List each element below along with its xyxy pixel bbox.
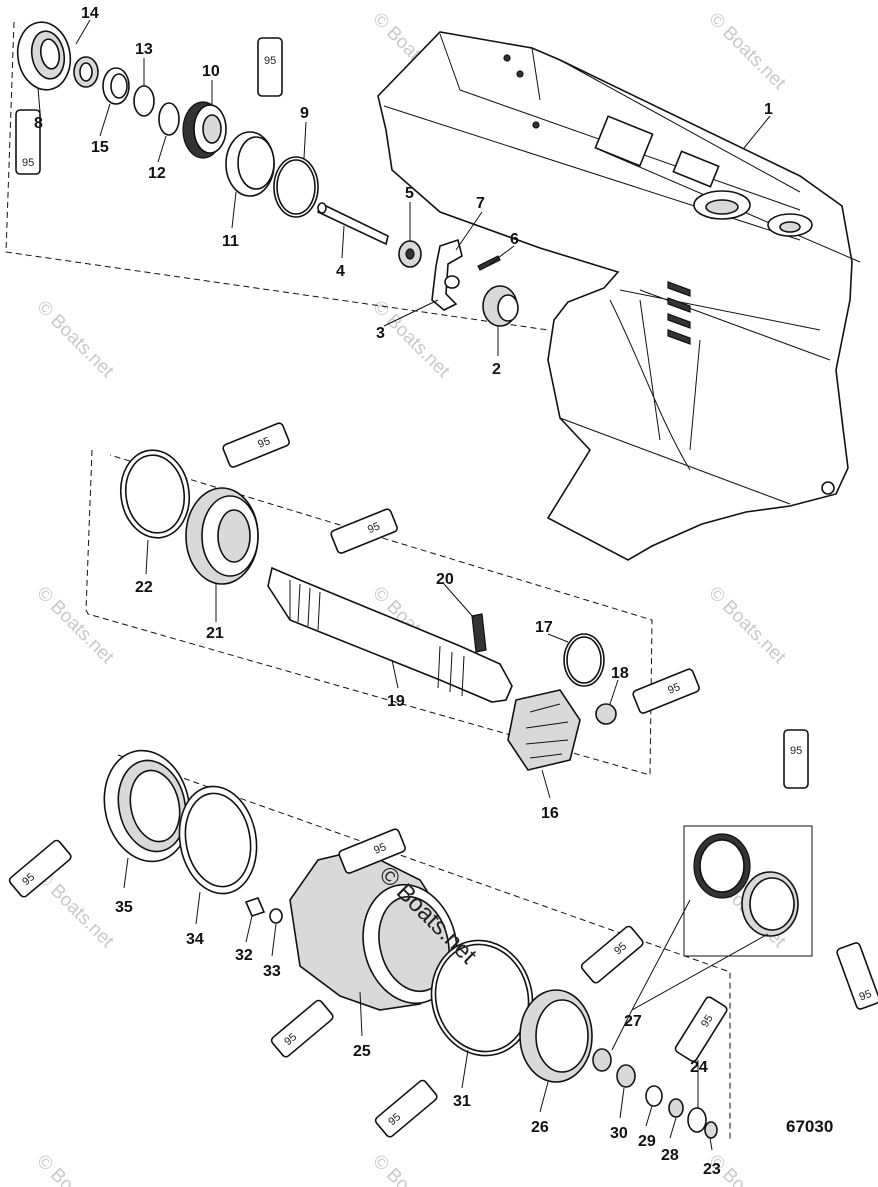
callout-12: 12: [148, 165, 166, 182]
shift-shaft-part-4: [316, 202, 389, 246]
callout-3: 3: [376, 325, 385, 342]
shift-cam-part-3: [431, 238, 463, 311]
callout-15: 15: [91, 139, 109, 156]
seal-detail-box: [683, 825, 813, 957]
callout-9: 9: [300, 105, 309, 122]
ring-part-24: [687, 1107, 707, 1133]
lubricant-tube-label: 95: [372, 841, 388, 857]
callout-18: 18: [611, 665, 629, 682]
callout-17: 17: [535, 619, 553, 636]
callout-32: 32: [235, 947, 253, 964]
assembly-guide-line: [5, 21, 549, 331]
figure-number: 67030: [786, 1117, 833, 1136]
callout-4: 4: [336, 263, 345, 280]
callout-35: 35: [115, 899, 133, 916]
lubricant-tube: 95: [374, 1079, 438, 1138]
lubricant-tube: 95: [783, 729, 809, 789]
lower-group: [103, 749, 799, 1139]
gear-housing-part-1: [377, 31, 861, 561]
lubricant-tube: 95: [15, 109, 41, 175]
pin-part-20: [471, 613, 487, 653]
lubricant-tube: 95: [580, 925, 644, 984]
callout-8: 8: [34, 115, 43, 132]
watermark-text: © Boats.net: [704, 9, 790, 95]
retaining-ring-part-12: [158, 102, 180, 136]
pin-part-6: [477, 255, 501, 271]
upper-left-parts: [16, 21, 319, 218]
callout-24: 24: [690, 1059, 708, 1076]
callout-27: 27: [624, 1013, 642, 1030]
lubricant-tube-label: 95: [699, 1013, 716, 1030]
lubricant-tube-label: 95: [666, 681, 682, 697]
fitting-part-32: [244, 897, 266, 917]
o-ring-part-33: [269, 908, 283, 924]
callout-7: 7: [476, 195, 485, 212]
assembly-guide-line: [85, 449, 653, 776]
watermark-text: © Boats.net: [368, 1151, 454, 1187]
callout-13: 13: [135, 41, 153, 58]
callout-21: 21: [206, 625, 224, 642]
lubricant-tube-label: 95: [366, 520, 382, 536]
lubricant-tube: 95: [270, 999, 334, 1058]
lubricant-tube: 95: [836, 942, 878, 1010]
callout-labels: 1 2 3 4 5 6 7 8 9 10 11 12 13 14 15 16 1…: [34, 5, 773, 1178]
callout-19: 19: [387, 693, 405, 710]
callout-5: 5: [405, 185, 414, 202]
callout-30: 30: [610, 1125, 628, 1142]
callout-14: 14: [81, 5, 99, 22]
callout-20: 20: [436, 571, 454, 588]
propshaft-group: [119, 449, 617, 771]
lubricant-tube: 95: [222, 422, 290, 468]
washer-part-23: [704, 1121, 718, 1139]
assembly-guides: [5, 21, 813, 1140]
lubricant-tube-label: 95: [858, 988, 874, 1003]
watermark-text: © Boats.net: [32, 297, 118, 383]
seal-part-30: [616, 1064, 636, 1088]
lubricant-tube-label: 95: [790, 745, 802, 757]
seal-part-27: [592, 1048, 612, 1072]
seal-part-28: [668, 1098, 684, 1118]
lubricant-tubes: 95 95 95 95 95 95 95 95: [8, 37, 878, 1138]
lubricant-tube: 95: [257, 37, 283, 97]
lubricant-tube: 95: [674, 996, 728, 1063]
lubricant-tube-label: 95: [22, 157, 34, 169]
lubricant-tube-label: 95: [256, 435, 272, 451]
lubricant-tube: 95: [338, 828, 406, 874]
callout-11: 11: [222, 233, 239, 250]
lubricant-tube: 95: [8, 839, 72, 898]
callout-16: 16: [541, 805, 559, 822]
callout-29: 29: [638, 1133, 656, 1150]
callout-10: 10: [202, 63, 220, 80]
shim-part-13: [133, 85, 155, 117]
shift-mechanism-parts: [316, 202, 519, 327]
watermark-text: © Boats.net: [32, 583, 118, 669]
watermark-text: © Boats.net: [704, 583, 790, 669]
lubricant-tube-label: 95: [264, 55, 276, 67]
clutch-part-16: [507, 689, 581, 771]
callout-26: 26: [531, 1119, 549, 1136]
callout-28: 28: [661, 1147, 679, 1164]
washer-part-29: [645, 1085, 663, 1107]
callout-33: 33: [263, 963, 281, 980]
callout-23: 23: [703, 1161, 721, 1178]
spacer-part-18: [595, 703, 617, 725]
callout-31: 31: [453, 1093, 471, 1110]
watermark-text: © Boats.net: [32, 1151, 118, 1187]
callout-34: 34: [186, 931, 204, 948]
callout-22: 22: [135, 579, 153, 596]
callout-6: 6: [510, 231, 519, 248]
leader-lines: [37, 19, 771, 1151]
callout-1: 1: [764, 101, 773, 118]
lubricant-tube: 95: [632, 668, 700, 714]
callout-25: 25: [353, 1043, 371, 1060]
assembly-guide-line: [117, 754, 731, 1140]
lubricant-tube: 95: [330, 508, 398, 554]
callout-2: 2: [492, 361, 501, 378]
